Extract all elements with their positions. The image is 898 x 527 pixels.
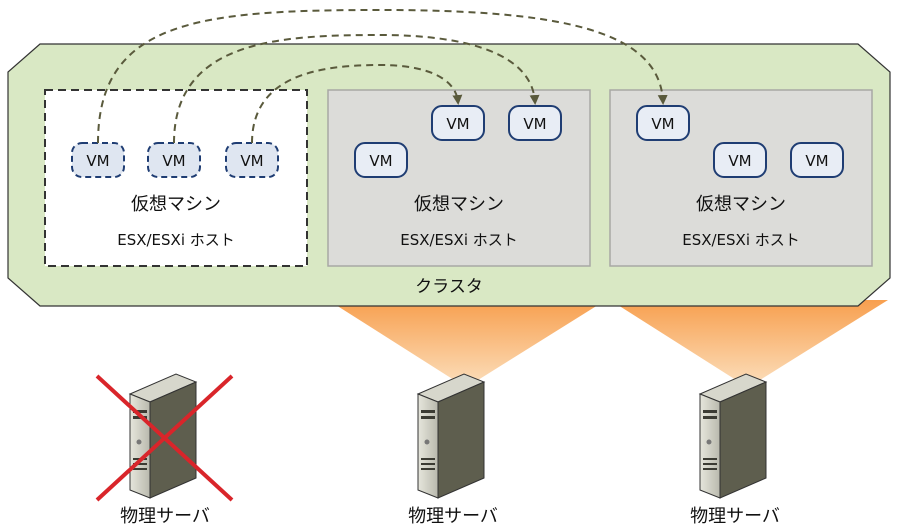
beam-server-3	[610, 300, 888, 380]
vm-label: VM	[651, 115, 674, 133]
vm-label: VM	[728, 152, 751, 170]
server-1	[95, 373, 234, 502]
host-3-vm-group-label: 仮想マシン	[696, 194, 786, 215]
server-2	[416, 373, 486, 499]
migration-arrow-vm3-to-host2	[251, 63, 463, 144]
server-2-label: 物理サーバ	[408, 506, 498, 527]
vm-host1-3: VM	[225, 142, 279, 178]
host-1-label: ESX/ESXi ホスト	[117, 231, 235, 249]
vm-host3-1: VM	[636, 105, 690, 141]
vm-host3-3: VM	[790, 142, 844, 178]
host-2-vm-group-label: 仮想マシン	[414, 194, 504, 215]
vm-label: VM	[240, 152, 263, 170]
server-1-label: 物理サーバ	[120, 506, 210, 527]
vm-host2-2: VM	[431, 105, 485, 141]
host-1-vm-group-label: 仮想マシン	[131, 194, 221, 215]
server-3	[698, 373, 768, 499]
vm-label: VM	[86, 152, 109, 170]
host-3-label: ESX/ESXi ホスト	[682, 231, 800, 249]
migration-arrow-vm1-to-host3	[97, 8, 668, 144]
vm-label: VM	[369, 152, 392, 170]
vm-host2-3: VM	[508, 105, 562, 141]
vm-label: VM	[446, 115, 469, 133]
server-3-label: 物理サーバ	[690, 506, 780, 527]
failure-cross	[95, 374, 234, 502]
vm-label: VM	[162, 152, 185, 170]
vm-label: VM	[805, 152, 828, 170]
beam-server-2	[328, 300, 606, 380]
vm-host2-1: VM	[354, 142, 408, 178]
cluster-label: クラスタ	[415, 277, 483, 297]
vm-host3-2: VM	[713, 142, 767, 178]
vm-host1-1: VM	[71, 142, 125, 178]
host-2-label: ESX/ESXi ホスト	[400, 231, 518, 249]
vm-host1-2: VM	[147, 142, 201, 178]
migration-arrow-vm2-to-host2	[173, 33, 540, 144]
vm-label: VM	[523, 115, 546, 133]
